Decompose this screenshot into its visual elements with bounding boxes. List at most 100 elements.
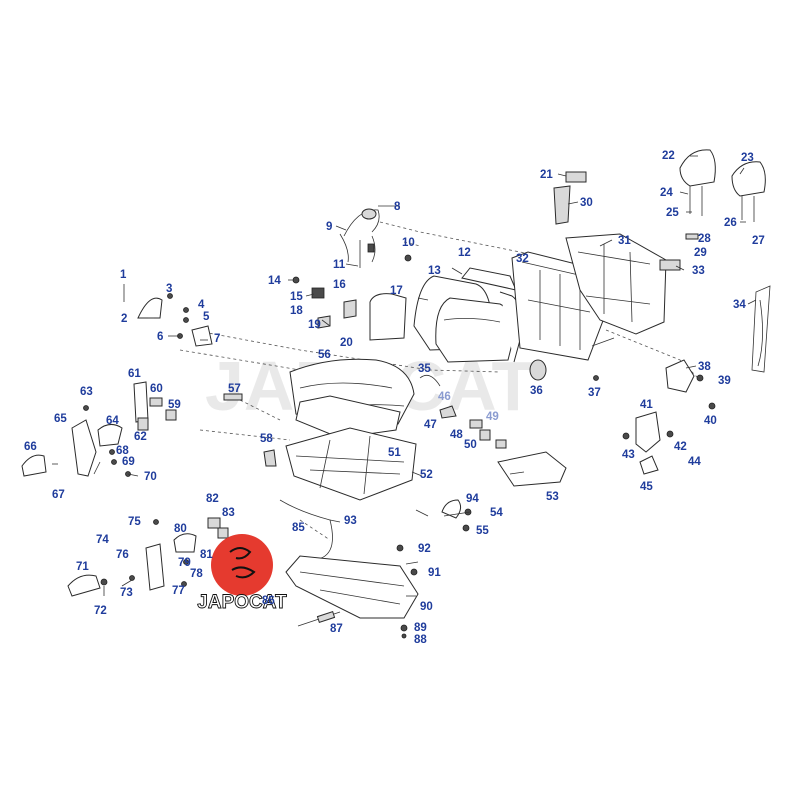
- callout-51: 51: [388, 447, 401, 459]
- callout-19: 19: [308, 319, 321, 331]
- callout-50: 50: [464, 439, 477, 451]
- leader-lines: [52, 155, 757, 597]
- callout-15: 15: [290, 291, 303, 303]
- callout-37: 37: [588, 387, 601, 399]
- cover-94: [441, 499, 462, 519]
- cable-93: [279, 499, 333, 561]
- cushion-17: [369, 293, 407, 341]
- hinge-38: [665, 359, 695, 393]
- callout-49: 49: [486, 411, 499, 423]
- mat-53: [497, 451, 567, 487]
- callout-82: 82: [206, 493, 219, 505]
- wire-35: [419, 374, 441, 387]
- callout-83: 83: [222, 507, 235, 519]
- callout-93: 93: [344, 515, 357, 527]
- callout-29: 29: [694, 247, 707, 259]
- lower-frame-90: [285, 555, 419, 619]
- callout-40: 40: [704, 415, 717, 427]
- callout-23: 23: [741, 152, 754, 164]
- callout-9: 9: [326, 221, 332, 233]
- hinge-76: [145, 543, 165, 591]
- hinge-30: [553, 185, 571, 225]
- callout-35: 35: [418, 363, 431, 375]
- callout-25: 25: [666, 207, 679, 219]
- logo-text: JAPOCAT: [197, 592, 287, 613]
- cover-71: [67, 574, 101, 597]
- callout-71: 71: [76, 561, 89, 573]
- callout-12: 12: [458, 247, 471, 259]
- clip-33: [659, 259, 681, 271]
- strap-61: [133, 381, 149, 423]
- callout-21: 21: [540, 169, 553, 181]
- callout-77: 77: [172, 585, 185, 597]
- callout-44: 44: [688, 456, 701, 468]
- callout-36: 36: [530, 385, 543, 397]
- bracket-2: [137, 297, 163, 319]
- callout-58: 58: [260, 433, 273, 445]
- callout-4: 4: [198, 299, 205, 311]
- callout-6: 6: [157, 331, 163, 343]
- seat-frame-51: [285, 427, 417, 501]
- callout-63: 63: [80, 386, 93, 398]
- cover-80: [173, 533, 197, 553]
- callout-59: 59: [168, 399, 181, 411]
- reel-36: [529, 359, 547, 381]
- callout-89: 89: [414, 622, 427, 634]
- callout-8: 8: [394, 201, 401, 213]
- seatback-frame-large: [565, 233, 667, 335]
- callout-75: 75: [128, 516, 141, 528]
- headrest-23: [731, 161, 766, 222]
- callout-66: 66: [24, 441, 37, 453]
- callout-81: 81: [200, 549, 213, 561]
- bracket-45: [639, 455, 659, 475]
- brand-logo: JAPOCAT: [197, 534, 288, 613]
- callout-78: 78: [190, 568, 203, 580]
- callout-2: 2: [121, 313, 127, 325]
- callout-80: 80: [174, 523, 187, 535]
- callout-41: 41: [640, 399, 653, 411]
- callout-72: 72: [94, 605, 107, 617]
- belt-retractor: [339, 208, 380, 268]
- part-57: [223, 393, 243, 401]
- callout-55: 55: [476, 525, 489, 537]
- callout-14: 14: [268, 275, 281, 287]
- callout-54: 54: [490, 507, 503, 519]
- headrest-22: [679, 149, 716, 216]
- callout-32: 32: [516, 253, 529, 265]
- seatback-cushions: [413, 267, 522, 363]
- callout-11: 11: [333, 259, 346, 271]
- callout-65: 65: [54, 413, 67, 425]
- callout-7: 7: [214, 333, 220, 345]
- callout-67: 67: [52, 489, 65, 501]
- callout-numbers: 1 2 3 4 5 6 7 8 9 10 11 12 13 14 15 16 1…: [24, 150, 765, 646]
- lock-15: [311, 287, 325, 299]
- callout-18: 18: [290, 305, 303, 317]
- callout-22: 22: [662, 150, 675, 162]
- callout-94: 94: [466, 493, 479, 505]
- callout-5: 5: [203, 311, 210, 323]
- callout-31: 31: [618, 235, 631, 247]
- callout-52: 52: [420, 469, 433, 481]
- callout-87: 87: [330, 623, 343, 635]
- callout-76: 76: [116, 549, 129, 561]
- callout-68: 68: [116, 445, 129, 457]
- latch-20: [343, 299, 357, 319]
- callout-70: 70: [144, 471, 157, 483]
- callout-57: 57: [228, 383, 241, 395]
- callout-56: 56: [318, 349, 331, 361]
- callout-47: 47: [424, 419, 437, 431]
- callout-90: 90: [420, 601, 433, 613]
- callout-1: 1: [120, 269, 127, 281]
- callout-3: 3: [166, 283, 172, 295]
- cover-66: [21, 454, 47, 477]
- callout-92: 92: [418, 543, 431, 555]
- callout-69: 69: [122, 456, 135, 468]
- callout-85: 85: [292, 522, 305, 534]
- bolt-10: [404, 254, 412, 262]
- callout-74: 74: [96, 534, 109, 546]
- clip-28: [685, 233, 699, 240]
- callout-48: 48: [450, 429, 463, 441]
- callout-26: 26: [724, 217, 737, 229]
- logo-disc: [211, 534, 273, 596]
- callout-86: 86: [262, 595, 275, 607]
